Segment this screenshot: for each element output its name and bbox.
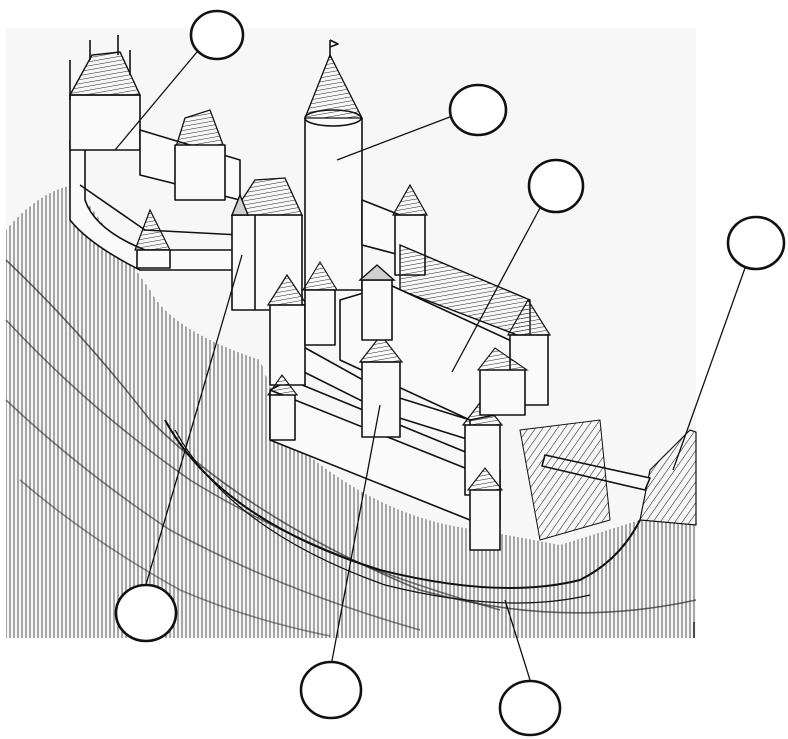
callout-circle-7[interactable]: [500, 681, 560, 735]
callout-circle-1[interactable]: [191, 11, 243, 59]
callout-circle-3[interactable]: [529, 160, 583, 212]
callout-circle-2[interactable]: [450, 85, 506, 135]
callout-circle-6[interactable]: [301, 662, 361, 718]
callout-circle-4[interactable]: [728, 217, 784, 269]
callout-circle-5[interactable]: [116, 585, 176, 641]
